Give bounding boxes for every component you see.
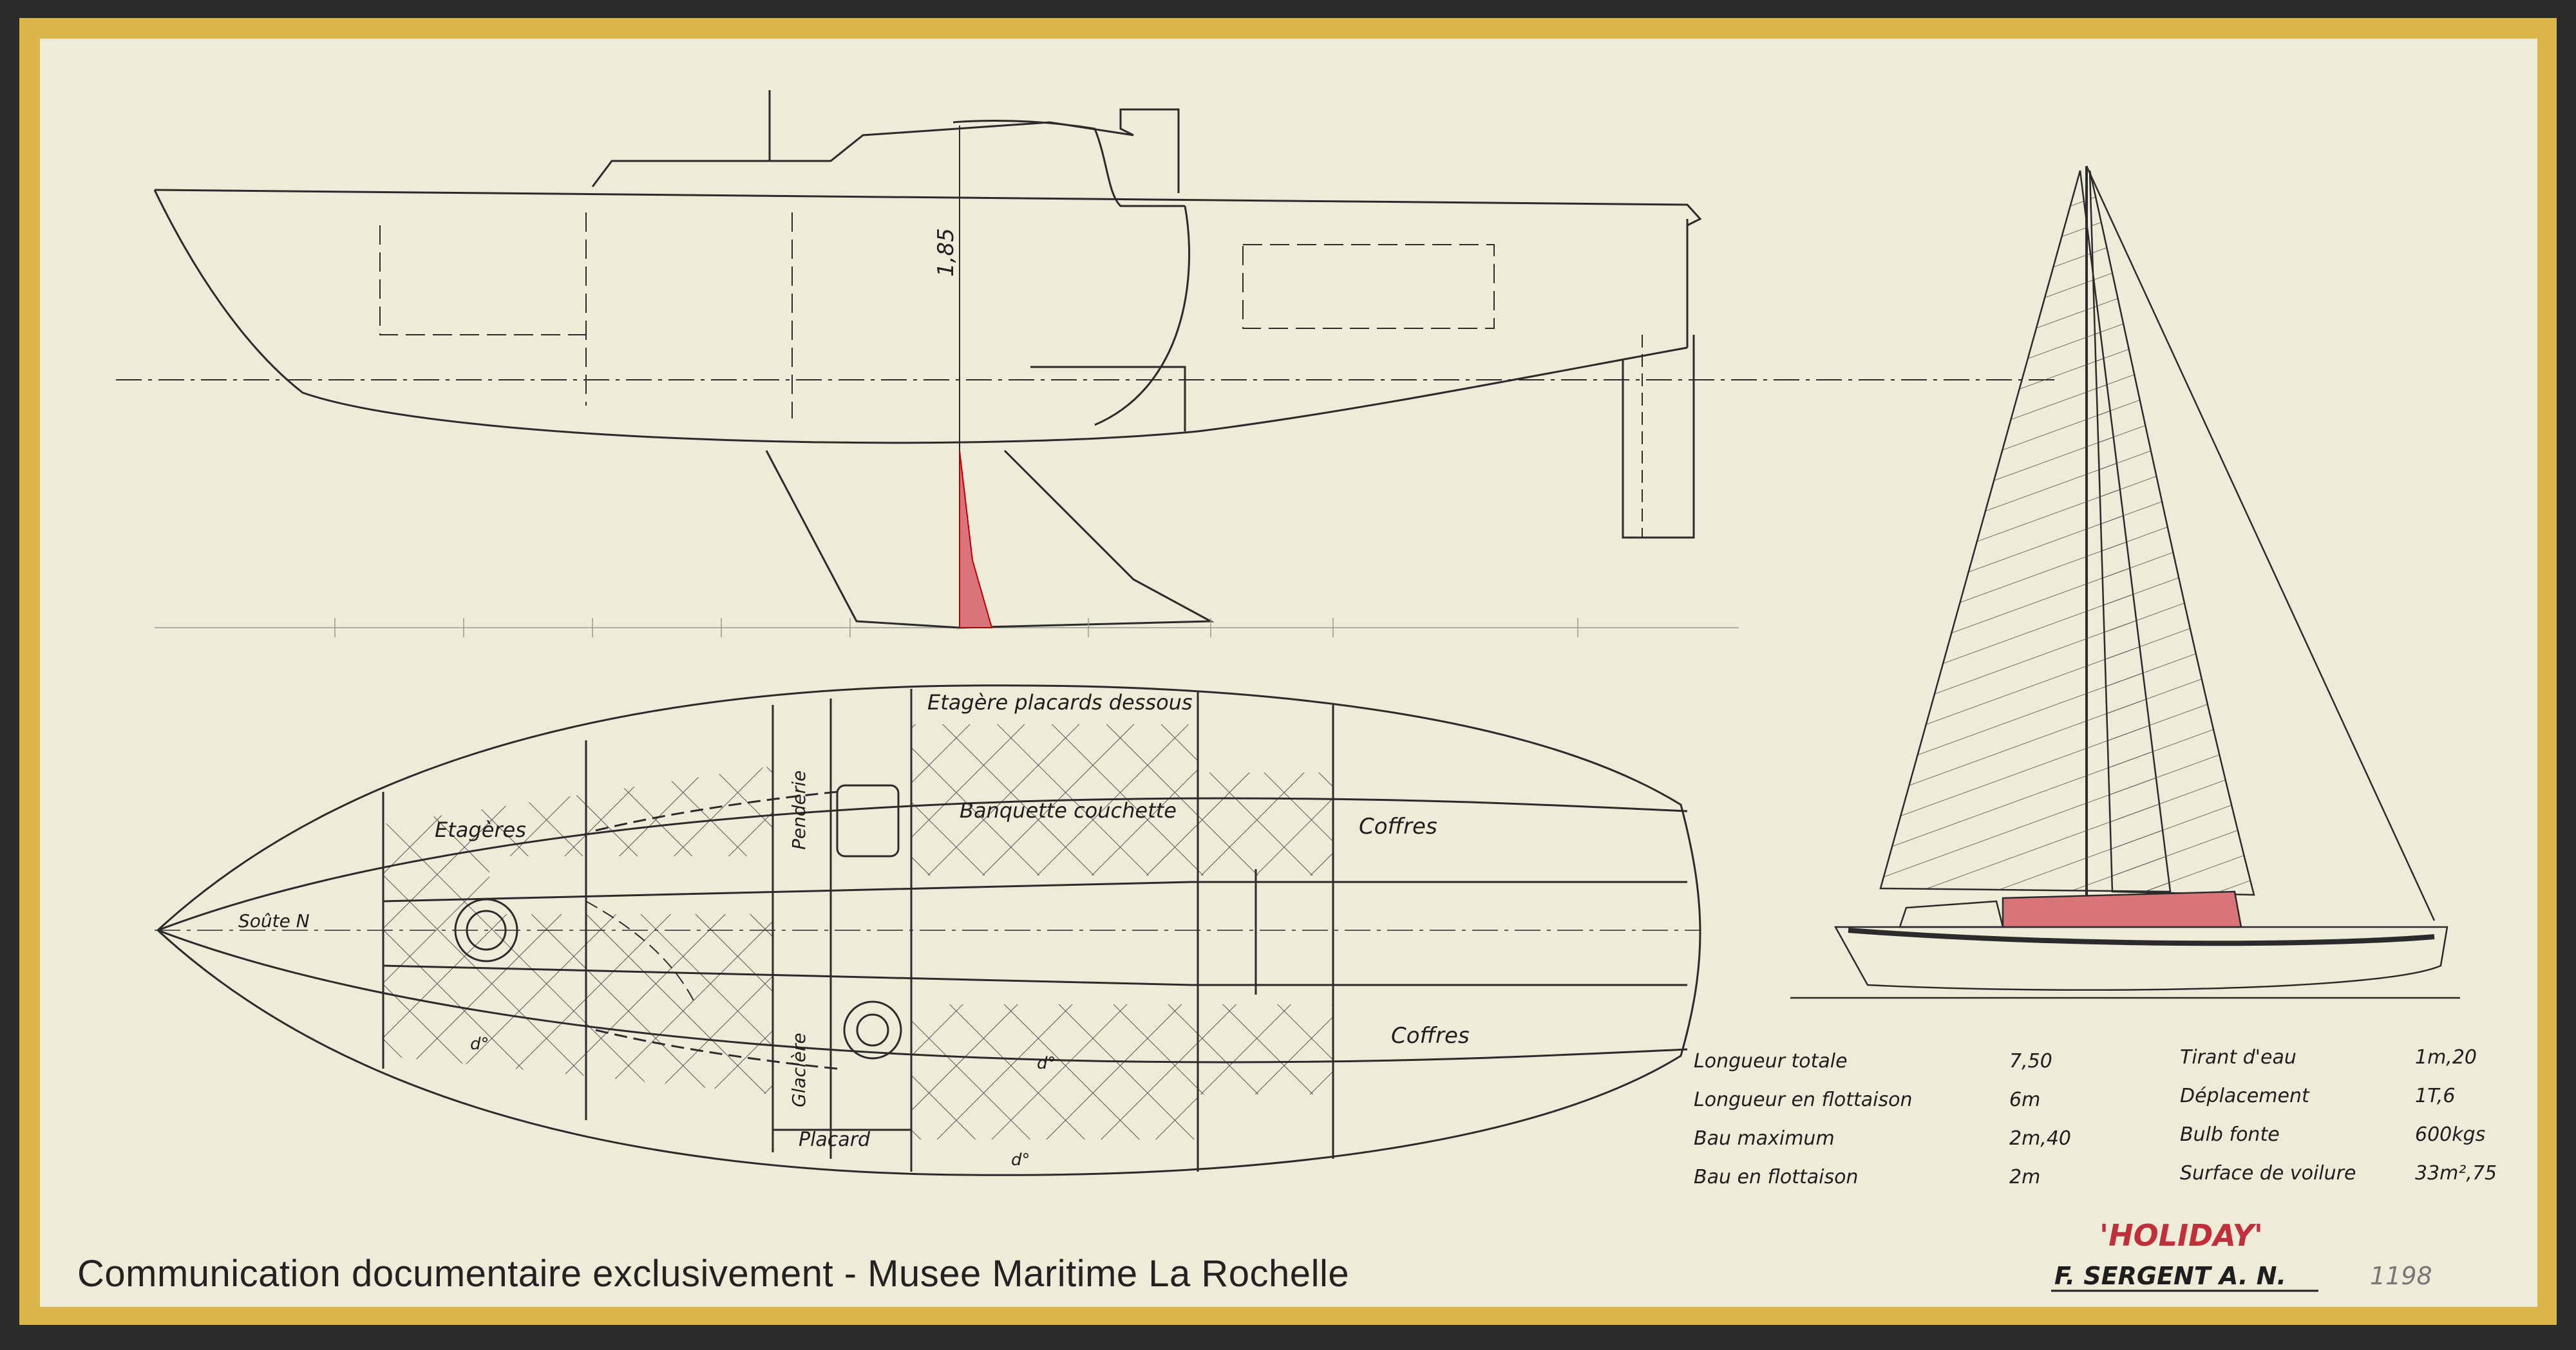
center-aisle — [773, 876, 1687, 1004]
profile-view — [116, 90, 2061, 637]
dashed-curve-top — [595, 791, 838, 832]
spec-right-label-3: Surface de voilure — [2180, 1162, 2356, 1185]
interior-line-1 — [379, 225, 586, 335]
sheer-line — [154, 189, 1702, 227]
spec-left-value-0: 7,50 — [2009, 1050, 2052, 1073]
spec-right-label-2: Bulb fonte — [2180, 1123, 2280, 1146]
spec-left-value-2: 2m,40 — [2009, 1127, 2071, 1150]
aisle-line-top — [383, 881, 1687, 903]
bulkhead-curve — [1094, 205, 1191, 426]
draft-dimension: 1,85 — [933, 228, 959, 277]
spec-left-label-3: Bau en flottaison — [1694, 1166, 1859, 1188]
keel-red-section — [959, 450, 993, 628]
label-lockers-top: Coffres — [1359, 814, 1437, 839]
mast-step-circle — [454, 898, 518, 962]
spec-left-value-3: 2m — [2009, 1166, 2040, 1188]
door-swing — [585, 901, 696, 1005]
cockpit-coaming — [1899, 900, 2004, 928]
spec-left-value-1: 6m — [2009, 1089, 2040, 1111]
label-shelf-cupboards: Etagère placards dessous — [927, 690, 1193, 715]
cabin-red — [2002, 890, 2242, 928]
engine-box — [1030, 366, 1186, 431]
spec-left-label-2: Bau maximum — [1694, 1127, 1835, 1150]
inner-line-bottom — [157, 929, 1688, 1064]
deck-outline — [156, 684, 1701, 1176]
plan-view — [155, 684, 1701, 1176]
spec-right-value-3: 33m²,75 — [2415, 1162, 2497, 1185]
specs-left: Longueur totale 7,50 Longueur en flottai… — [1694, 1050, 2071, 1188]
specs-right: Tirant d'eau 1m,20 Déplacement 1T,6 Bulb… — [2180, 1046, 2497, 1185]
berth-hatch-fwd — [383, 766, 773, 1094]
spec-right-label-0: Tirant d'eau — [2180, 1046, 2297, 1069]
label-wardrobe: Penderie — [788, 771, 810, 850]
label-ditto-1: d° — [470, 1035, 489, 1054]
plan-number: 1198 — [2370, 1262, 2432, 1290]
forestay — [2085, 165, 2436, 921]
spec-right-value-2: 600kgs — [2415, 1123, 2485, 1146]
designer-name: F. SERGENT A. N. — [2054, 1262, 2286, 1290]
label-ice-box: Glacière — [788, 1033, 810, 1107]
dashed-curve-bottom — [595, 1029, 838, 1070]
spec-right-label-1: Déplacement — [2180, 1085, 2310, 1107]
cockpit-locker — [1242, 244, 1495, 329]
stove-inner — [856, 1013, 889, 1047]
keel-fin — [765, 449, 1215, 629]
spec-right-value-1: 1T,6 — [2415, 1085, 2455, 1107]
aisle-line-bottom — [383, 964, 1687, 986]
stove-circle — [843, 1000, 902, 1060]
label-lockers-bottom: Coffres — [1391, 1023, 1470, 1049]
spec-right-value-0: 1m,20 — [2415, 1046, 2477, 1069]
label-forepeak: Soûte N — [238, 910, 310, 932]
station-ticks — [334, 618, 1578, 637]
archive-watermark: Communication documentaire exclusivement… — [77, 1253, 1350, 1295]
hull-profile — [153, 189, 1688, 444]
sink — [836, 784, 900, 858]
mainsail — [2088, 170, 2255, 896]
label-ditto-3: d° — [1011, 1150, 1030, 1170]
doghouse — [952, 120, 1185, 207]
spec-left-label-1: Longueur en flottaison — [1694, 1089, 1912, 1111]
label-shelves: Etagères — [435, 818, 526, 842]
label-ditto-2: d° — [1037, 1054, 1056, 1073]
spec-left-label-0: Longueur totale — [1694, 1050, 1848, 1073]
sail-plan — [1790, 165, 2460, 999]
rudder — [1622, 335, 1695, 539]
label-berth: Banquette couchette — [960, 798, 1177, 823]
boat-name: 'HOLIDAY' — [2099, 1218, 2263, 1253]
mast-step-inner — [466, 910, 507, 951]
sheer-stripe — [1848, 928, 2435, 946]
inner-line-top — [157, 797, 1688, 932]
label-cupboard: Placard — [799, 1129, 871, 1151]
